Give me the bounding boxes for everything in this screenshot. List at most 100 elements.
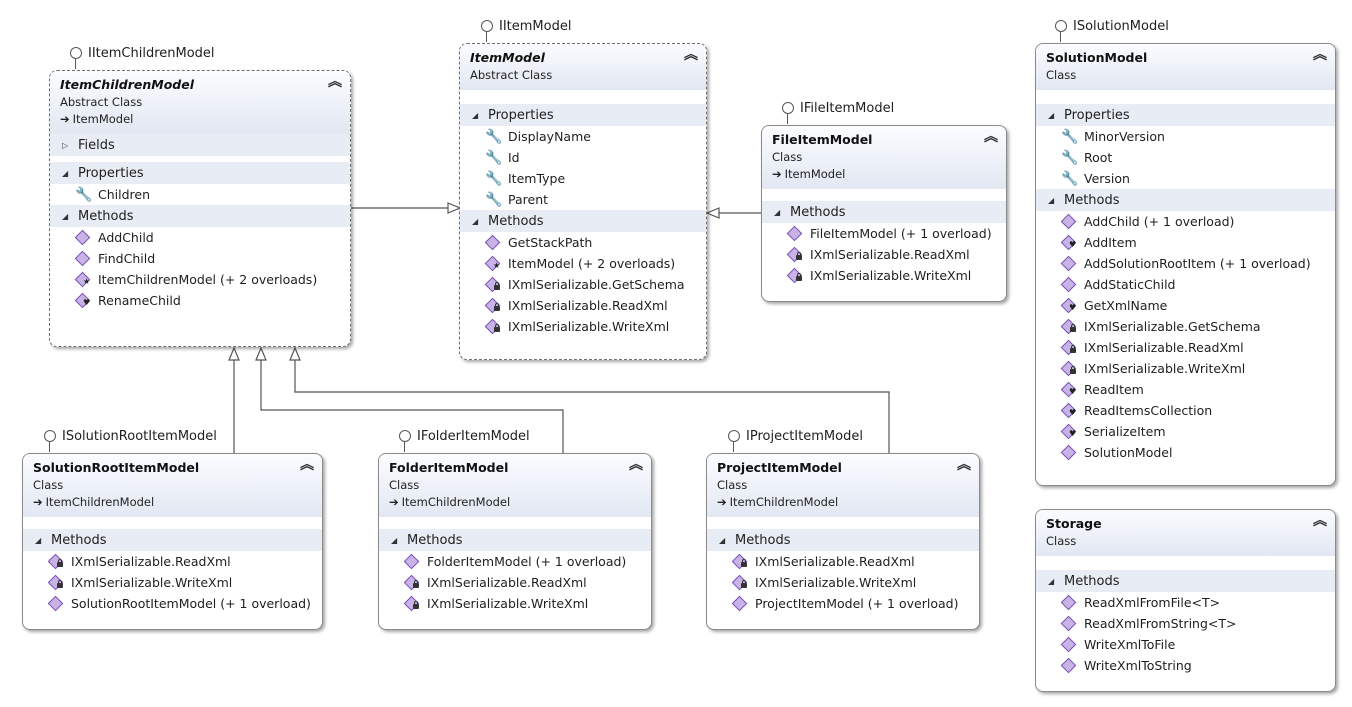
collapse-icon[interactable]: ︽ [1313, 47, 1327, 63]
class-name: Storage [1046, 516, 1102, 531]
method-item[interactable]: ♥GetXmlName [1036, 295, 1335, 316]
member-label: Id [508, 150, 520, 165]
method-item[interactable]: AddStaticChild [1036, 274, 1335, 295]
property-item[interactable]: 🔧MinorVersion [1036, 126, 1335, 147]
section-label: Methods [1064, 573, 1120, 589]
collapse-icon[interactable]: ︽ [684, 47, 698, 63]
lollipop-icon [481, 20, 493, 42]
class-itemchildrenmodel[interactable]: ItemChildrenModel Abstract Class ➔ItemMo… [49, 70, 351, 347]
method-item[interactable]: FolderItemModel (+ 1 overload) [379, 551, 651, 572]
section-properties[interactable]: ◢Properties [460, 104, 706, 126]
collapse-icon[interactable]: ︽ [957, 457, 971, 473]
collapse-icon[interactable]: ︽ [629, 457, 643, 473]
method-item[interactable]: AddChild [50, 227, 350, 248]
section-methods[interactable]: ◢Methods [762, 201, 1006, 223]
method-item[interactable]: GetStackPath [460, 232, 706, 253]
section-label: Methods [735, 532, 791, 548]
inherits-arrow-icon: ➔ [717, 495, 727, 509]
section-properties[interactable]: ◢Properties [1036, 104, 1335, 126]
method-item[interactable]: IXmlSerializable.WriteXml [460, 316, 706, 337]
method-item[interactable]: IXmlSerializable.ReadXml [707, 551, 979, 572]
member-label: IXmlSerializable.WriteXml [427, 596, 589, 611]
collapse-icon[interactable]: ︽ [328, 74, 342, 90]
method-item[interactable]: ★ItemChildrenModel (+ 2 overloads) [50, 269, 350, 290]
method-item[interactable]: IXmlSerializable.GetSchema [1036, 316, 1335, 337]
section-methods[interactable]: ◢Methods [23, 529, 322, 551]
class-header: ItemModel Abstract Class ︽ [460, 44, 706, 90]
section-methods[interactable]: ◢Methods [707, 529, 979, 551]
collapse-icon[interactable]: ︽ [300, 457, 314, 473]
wrench-icon: 🔧 [75, 186, 93, 203]
method-item[interactable]: ReadXmlFromFile<T> [1036, 592, 1335, 613]
property-item[interactable]: 🔧ItemType [460, 168, 706, 189]
base-name: ItemChildrenModel [401, 495, 511, 509]
class-itemmodel[interactable]: ItemModel Abstract Class ︽ ◢Properties 🔧… [459, 43, 707, 360]
member-label: DisplayName [508, 129, 591, 144]
interface-ifileitemmodel: IFileItemModel [782, 99, 894, 124]
method-item[interactable]: ★ItemModel (+ 2 overloads) [460, 253, 706, 274]
method-item[interactable]: FindChild [50, 248, 350, 269]
lollipop-icon [1055, 20, 1067, 42]
member-label: SolutionRootItemModel (+ 1 overload) [71, 596, 311, 611]
class-name: ItemChildrenModel [60, 77, 194, 92]
collapse-icon[interactable]: ︽ [1313, 513, 1327, 529]
class-base: ➔ItemChildrenModel [389, 495, 641, 509]
collapse-section-icon: ◢ [1048, 195, 1055, 205]
private-method-icon [731, 553, 755, 570]
internal-method-icon: ♥ [1060, 381, 1084, 398]
class-solutionrootitemmodel[interactable]: SolutionRootItemModel Class ➔ItemChildre… [22, 453, 323, 630]
class-storage[interactable]: Storage Class ︽ ◢Methods ReadXmlFromFile… [1035, 509, 1336, 692]
section-methods[interactable]: ◢Methods [460, 210, 706, 232]
method-item[interactable]: FileItemModel (+ 1 overload) [762, 223, 1006, 244]
method-item[interactable]: WriteXmlToFile [1036, 634, 1335, 655]
property-item[interactable]: 🔧Children [50, 184, 350, 205]
method-item[interactable]: AddSolutionRootItem (+ 1 overload) [1036, 253, 1335, 274]
member-label: RenameChild [98, 293, 181, 308]
collapse-icon[interactable]: ︽ [984, 129, 998, 145]
method-item[interactable]: IXmlSerializable.ReadXml [379, 572, 651, 593]
method-item[interactable]: ReadXmlFromString<T> [1036, 613, 1335, 634]
method-item[interactable]: IXmlSerializable.WriteXml [1036, 358, 1335, 379]
method-icon [1060, 213, 1084, 230]
expand-icon: ▷ [62, 140, 69, 150]
property-item[interactable]: 🔧Id [460, 147, 706, 168]
member-label: GetXmlName [1084, 298, 1168, 313]
property-item[interactable]: 🔧DisplayName [460, 126, 706, 147]
member-label: IXmlSerializable.GetSchema [1084, 319, 1261, 334]
method-item[interactable]: SolutionModel [1036, 442, 1335, 463]
protected-method-icon: ★ [484, 255, 508, 272]
method-item[interactable]: ♥AddItem [1036, 232, 1335, 253]
section-properties[interactable]: ◢Properties [50, 162, 350, 184]
method-item[interactable]: IXmlSerializable.ReadXml [1036, 337, 1335, 358]
class-base: ➔ItemChildrenModel [33, 495, 312, 509]
class-folderitemmodel[interactable]: FolderItemModel Class ➔ItemChildrenModel… [378, 453, 652, 630]
method-item[interactable]: IXmlSerializable.WriteXml [762, 265, 1006, 286]
method-item[interactable]: ProjectItemModel (+ 1 overload) [707, 593, 979, 614]
section-fields[interactable]: ▷Fields [50, 134, 350, 156]
class-solutionmodel[interactable]: SolutionModel Class ︽ ◢Properties 🔧Minor… [1035, 43, 1336, 486]
method-item[interactable]: IXmlSerializable.WriteXml [23, 572, 322, 593]
method-item[interactable]: IXmlSerializable.ReadXml [460, 295, 706, 316]
section-methods[interactable]: ◢Methods [379, 529, 651, 551]
method-item[interactable]: ♥RenameChild [50, 290, 350, 311]
method-item[interactable]: WriteXmlToString [1036, 655, 1335, 676]
section-methods[interactable]: ◢Methods [1036, 189, 1335, 211]
property-item[interactable]: 🔧Root [1036, 147, 1335, 168]
method-item[interactable]: IXmlSerializable.ReadXml [23, 551, 322, 572]
class-fileitemmodel[interactable]: FileItemModel Class ➔ItemModel ︽ ◢Method… [761, 125, 1007, 302]
interface-label: IProjectItemModel [746, 428, 863, 444]
method-item[interactable]: IXmlSerializable.WriteXml [379, 593, 651, 614]
method-item[interactable]: IXmlSerializable.WriteXml [707, 572, 979, 593]
property-item[interactable]: 🔧Parent [460, 189, 706, 210]
method-item[interactable]: AddChild (+ 1 overload) [1036, 211, 1335, 232]
section-methods[interactable]: ◢Methods [1036, 570, 1335, 592]
method-item[interactable]: ♥ReadItemsCollection [1036, 400, 1335, 421]
method-item[interactable]: ♥SerializeItem [1036, 421, 1335, 442]
section-methods[interactable]: ◢Methods [50, 205, 350, 227]
method-item[interactable]: SolutionRootItemModel (+ 1 overload) [23, 593, 322, 614]
method-item[interactable]: IXmlSerializable.GetSchema [460, 274, 706, 295]
property-item[interactable]: 🔧Version [1036, 168, 1335, 189]
class-projectitemmodel[interactable]: ProjectItemModel Class ➔ItemChildrenMode… [706, 453, 980, 630]
method-item[interactable]: ♥ReadItem [1036, 379, 1335, 400]
method-item[interactable]: IXmlSerializable.ReadXml [762, 244, 1006, 265]
